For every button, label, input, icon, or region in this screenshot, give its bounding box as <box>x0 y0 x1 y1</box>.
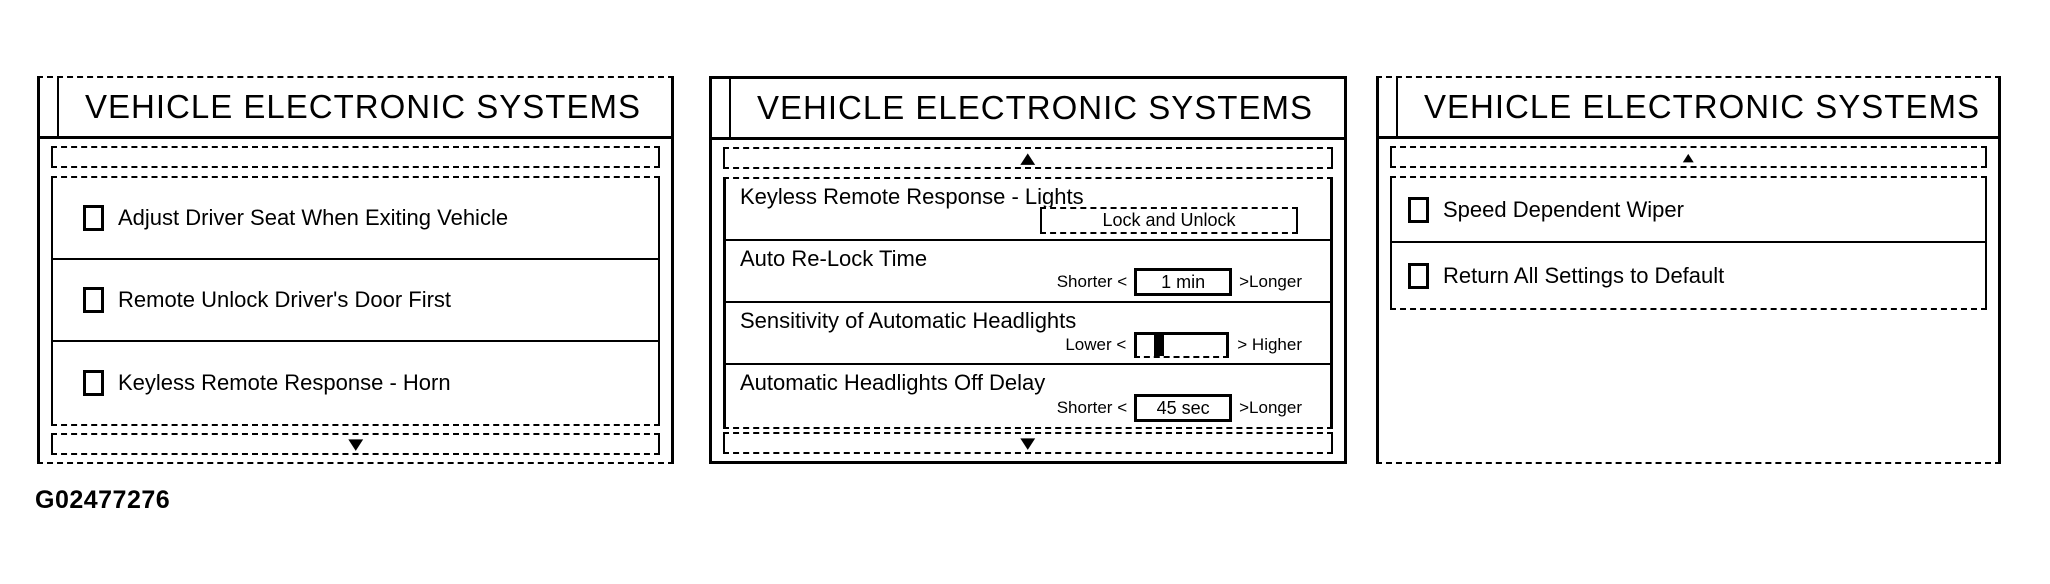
headlight-sensitivity-control: Lower < > Higher <box>1065 332 1302 358</box>
headlights-off-delay-control: Shorter < 45 sec >Longer <box>1057 394 1302 422</box>
list-item-adjust-driver-seat[interactable]: Adjust Driver Seat When Exiting Vehicle <box>53 178 658 260</box>
page-title: VEHICLE ELECTRONIC SYSTEMS <box>1424 88 1980 125</box>
title-bar: VEHICLE ELECTRONIC SYSTEMS <box>1379 78 1998 139</box>
title-bar-left-cell <box>1379 78 1398 136</box>
list-item-speed-dependent-wiper[interactable]: Speed Dependent Wiper <box>1392 178 1985 243</box>
scroll-up-bar[interactable] <box>51 146 660 168</box>
list-item-label: Keyless Remote Response - Horn <box>118 370 451 395</box>
checkbox-remote-unlock-door[interactable] <box>83 287 104 313</box>
checkbox-speed-dependent-wiper[interactable] <box>1408 196 1429 223</box>
headlights-off-delay-value[interactable]: 45 sec <box>1134 394 1233 422</box>
list-item-headlight-sensitivity: Sensitivity of Automatic Headlights Lowe… <box>726 303 1330 365</box>
title-bar: VEHICLE ELECTRONIC SYSTEMS <box>712 79 1344 140</box>
slider-indicator <box>1154 335 1165 356</box>
list-item-keyless-response-lights: Keyless Remote Response - Lights Lock an… <box>726 179 1330 241</box>
list-item-return-settings-default[interactable]: Return All Settings to Default <box>1392 243 1985 308</box>
scroll-down-icon: ▼ <box>347 434 363 453</box>
checkbox-return-settings-default[interactable] <box>1408 262 1429 289</box>
auto-relock-time-control: Shorter < 1 min >Longer <box>1057 268 1302 296</box>
title-bar: VEHICLE ELECTRONIC SYSTEMS <box>40 78 671 139</box>
scroll-up-icon: ▲ <box>1682 150 1695 164</box>
panel-vehicle-electronic-systems-3: VEHICLE ELECTRONIC SYSTEMS ▲ Speed Depen… <box>1376 76 2001 464</box>
auto-relock-time-value[interactable]: 1 min <box>1134 268 1233 296</box>
headlight-sensitivity-slider[interactable] <box>1134 332 1230 358</box>
setting-label: Keyless Remote Response - Lights <box>740 184 1084 209</box>
scroll-down-bar[interactable]: ▼ <box>51 433 660 455</box>
setting-label: Auto Re-Lock Time <box>740 246 928 271</box>
page-title: VEHICLE ELECTRONIC SYSTEMS <box>85 88 641 125</box>
figure-id-label: G02477276 <box>35 486 171 514</box>
list-item-headlights-off-delay: Automatic Headlights Off Delay Shorter <… <box>726 365 1330 427</box>
page-title: VEHICLE ELECTRONIC SYSTEMS <box>757 89 1313 126</box>
panel-vehicle-electronic-systems-2: VEHICLE ELECTRONIC SYSTEMS ▲ Keyless Rem… <box>709 76 1347 464</box>
settings-list: Adjust Driver Seat When Exiting Vehicle … <box>51 176 660 426</box>
checkbox-keyless-response-horn[interactable] <box>83 370 104 396</box>
list-item-remote-unlock-door[interactable]: Remote Unlock Driver's Door First <box>53 260 658 342</box>
settings-list: Speed Dependent Wiper Return All Setting… <box>1390 176 1987 310</box>
lock-and-unlock-button[interactable]: Lock and Unlock <box>1040 207 1298 234</box>
scroll-down-bar[interactable]: ▼ <box>723 432 1333 454</box>
title-bar-left-cell <box>40 78 59 136</box>
panel-vehicle-electronic-systems-1: VEHICLE ELECTRONIC SYSTEMS Adjust Driver… <box>37 76 674 464</box>
longer-increase-label: >Longer <box>1239 272 1302 291</box>
list-item-label: Speed Dependent Wiper <box>1443 196 1684 222</box>
scroll-up-icon: ▲ <box>1020 148 1036 167</box>
setting-label: Sensitivity of Automatic Headlights <box>740 308 1077 333</box>
list-item-label: Remote Unlock Driver's Door First <box>118 287 452 312</box>
list-item-label: Adjust Driver Seat When Exiting Vehicle <box>118 205 509 230</box>
list-item-keyless-response-horn[interactable]: Keyless Remote Response - Horn <box>53 342 658 424</box>
higher-increase-label: > Higher <box>1237 335 1302 354</box>
checkbox-adjust-driver-seat[interactable] <box>83 205 104 231</box>
scroll-up-bar[interactable]: ▲ <box>1390 146 1987 168</box>
scroll-down-icon: ▼ <box>1020 433 1036 452</box>
longer-increase-label: >Longer <box>1239 398 1302 417</box>
shorter-decrease-label: Shorter < <box>1056 272 1128 291</box>
list-item-auto-relock-time: Auto Re-Lock Time Shorter < 1 min >Longe… <box>726 241 1330 303</box>
shorter-decrease-label: Shorter < <box>1056 398 1128 417</box>
title-bar-left-cell <box>712 79 731 137</box>
lower-decrease-label: Lower < <box>1065 335 1127 354</box>
list-item-label: Return All Settings to Default <box>1443 262 1725 288</box>
setting-label: Automatic Headlights Off Delay <box>740 370 1046 395</box>
scroll-up-bar[interactable]: ▲ <box>723 147 1333 169</box>
settings-list: Keyless Remote Response - Lights Lock an… <box>723 177 1333 429</box>
